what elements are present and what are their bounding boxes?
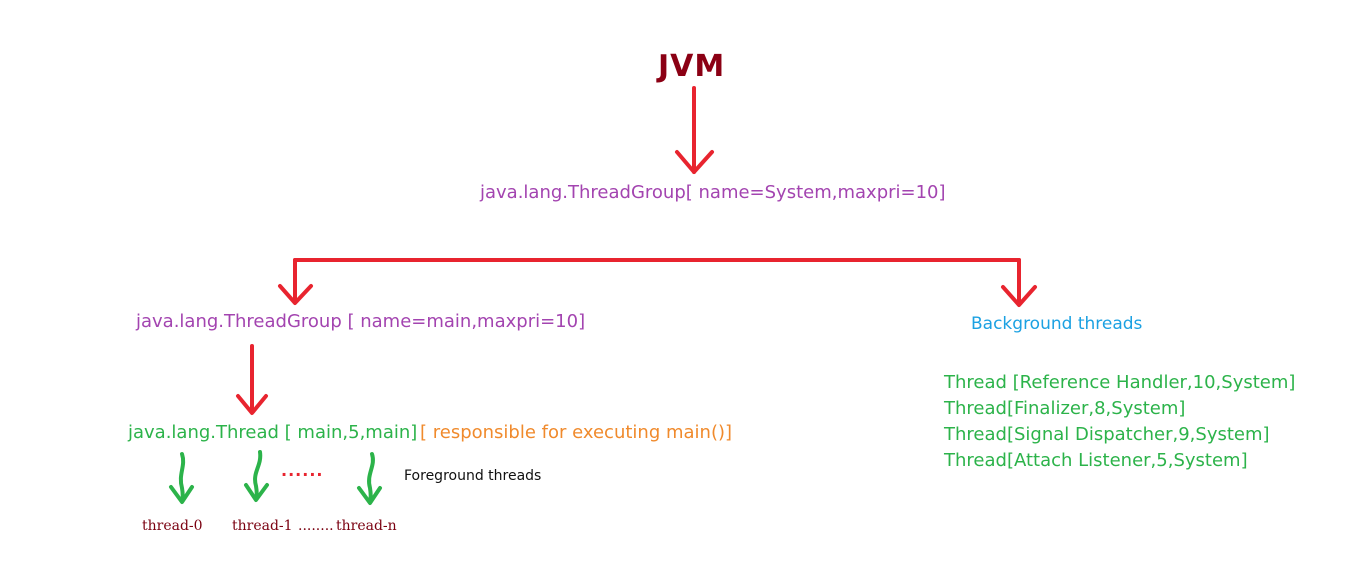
thread-n-label: thread-n (336, 518, 397, 534)
main-thread-note: [ responsible for executing main()] (420, 422, 733, 443)
thread-1-label: thread-1 (232, 518, 293, 534)
thread-0-label: thread-0 (142, 518, 203, 534)
curly-arrow-thread-0 (169, 452, 194, 504)
thread-separator: ........ (298, 518, 334, 534)
background-thread-item: Thread[Finalizer,8,System] (944, 398, 1186, 419)
branch-connector (293, 258, 1021, 306)
curly-arrow-thread-1 (244, 450, 269, 502)
background-thread-item: Thread[Attach Listener,5,System] (944, 450, 1248, 471)
system-thread-group: java.lang.ThreadGroup[ name=System,maxpr… (480, 182, 946, 203)
arrow-jvm-to-system (675, 86, 714, 174)
curly-arrow-thread-n (357, 452, 382, 505)
background-thread-item: Thread[Signal Dispatcher,9,System] (944, 424, 1270, 445)
background-thread-item: Thread [Reference Handler,10,System] (944, 372, 1296, 393)
arrow-main-group-to-main-thread (236, 344, 268, 415)
foreground-ellipsis: ...... (281, 461, 324, 480)
foreground-threads-label: Foreground threads (404, 468, 542, 484)
main-thread-group: java.lang.ThreadGroup [ name=main,maxpri… (136, 311, 586, 332)
main-thread: java.lang.Thread [ main,5,main] (128, 422, 418, 443)
arrow-to-main-group (278, 284, 313, 305)
jvm-title: JVM (658, 49, 726, 84)
arrow-to-background-threads (1001, 285, 1037, 307)
background-thread-list: Thread [Reference Handler,10,System] Thr… (944, 370, 1295, 474)
background-threads-label: Background threads (971, 314, 1143, 334)
